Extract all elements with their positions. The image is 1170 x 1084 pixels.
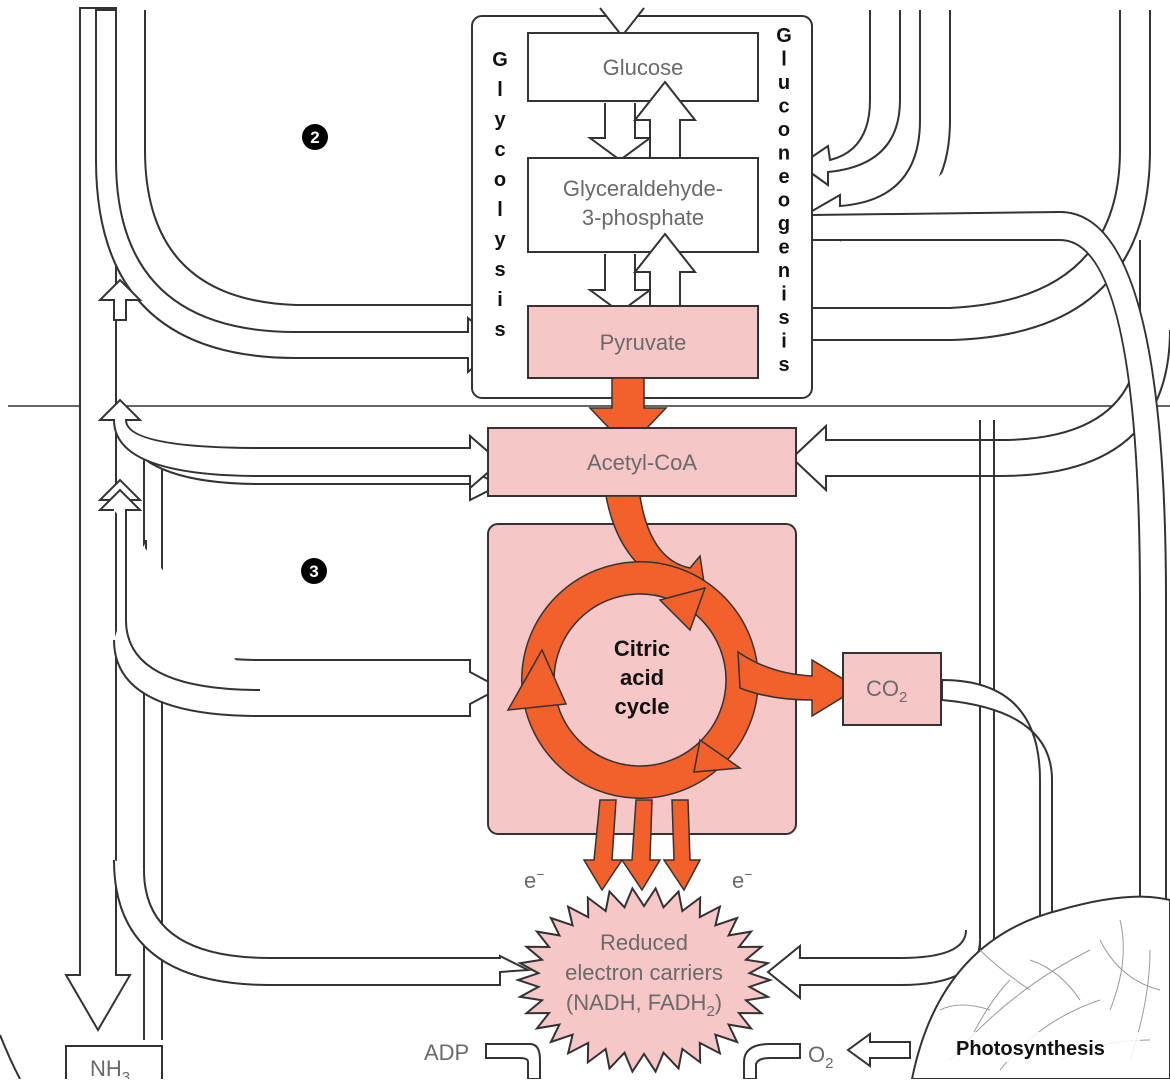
carriers-label-2: electron carriers <box>565 960 723 985</box>
electron-left-label: e− <box>524 866 544 893</box>
step-2-number: 2 <box>310 128 319 147</box>
g3p-label-1: Glyceraldehyde- <box>563 176 723 201</box>
glycolysis-letter: o <box>494 169 506 191</box>
gluconeogenesis-letter: e <box>778 237 789 259</box>
citric-label-3: cycle <box>614 694 669 719</box>
o2-arrow <box>848 1034 910 1066</box>
gluconeogenesis-letter: l <box>781 49 787 71</box>
electron-right-label: e− <box>732 866 752 893</box>
right-curve-3 <box>785 10 1150 340</box>
glycolysis-letter: s <box>494 319 505 341</box>
gluconeogenesis-letter: o <box>778 119 790 141</box>
glycolysis-letter: l <box>497 79 503 101</box>
step-2-marker: 2 <box>302 124 328 150</box>
adp-label: ADP <box>424 1040 469 1065</box>
carriers-label-1: Reduced <box>600 930 688 955</box>
cycle-to-carriers-arrows <box>584 800 700 890</box>
citric-label-2: acid <box>620 665 664 690</box>
g3p-label-2: 3-phosphate <box>582 205 704 230</box>
curve-to-carriers-left-arrow <box>114 860 528 985</box>
gluconeogenesis-letter: n <box>778 260 790 282</box>
gluconeogenesis-letter: e <box>778 166 789 188</box>
gluconeogenesis-letter: G <box>776 25 792 47</box>
gluconeogenesis-letter: i <box>781 284 787 306</box>
o2-bracket <box>744 1044 800 1079</box>
glycolysis-letter: y <box>494 229 506 251</box>
glycolysis-letter: i <box>497 289 503 311</box>
glucose-label: Glucose <box>603 55 684 80</box>
gluconeogenesis-letter: u <box>778 72 790 94</box>
citric-label-1: Citric <box>614 636 670 661</box>
gluconeogenesis-letter: s <box>778 354 789 376</box>
o2-label: O2 <box>808 1042 833 1072</box>
photosynthesis-label: Photosynthesis <box>956 1038 1105 1060</box>
glycolysis-letter: l <box>497 199 503 221</box>
glycolysis-letter: c <box>494 139 505 161</box>
gluconeogenesis-letter: c <box>778 96 789 118</box>
gluconeogenesis-letter: i <box>781 331 787 353</box>
step-3-number: 3 <box>309 562 318 581</box>
acetyl-coa-label: Acetyl-CoA <box>587 450 697 475</box>
gluconeogenesis-letter: o <box>778 190 790 212</box>
glycolysis-letter: G <box>492 49 508 71</box>
right-curve-1 <box>800 10 900 185</box>
glycolysis-letter: s <box>494 259 505 281</box>
gluconeogenesis-letter: s <box>778 307 789 329</box>
curve-to-pyruvate-arrow <box>96 10 500 372</box>
gluconeogenesis-letter: n <box>778 143 790 165</box>
adp-bracket <box>486 1044 540 1079</box>
glycolysis-letter: y <box>494 109 506 131</box>
step-3-marker: 3 <box>301 558 327 584</box>
pyruvate-label: Pyruvate <box>600 330 687 355</box>
gluconeogenesis-letter: g <box>778 213 790 235</box>
